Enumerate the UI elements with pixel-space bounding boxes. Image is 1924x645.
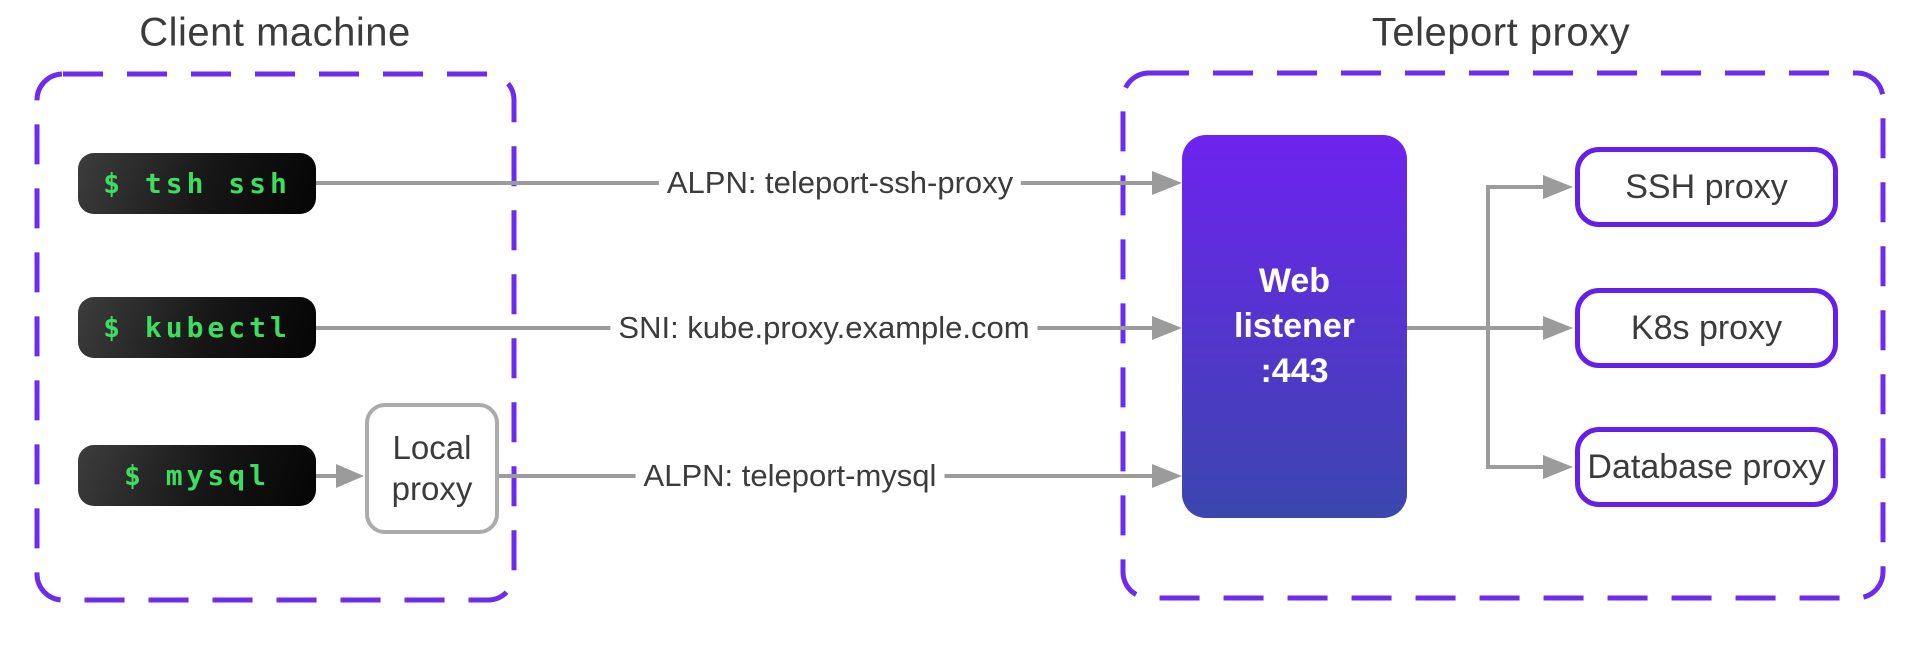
client-machine-group-outline [34, 71, 517, 603]
database-proxy-label: Database proxy [1587, 447, 1826, 486]
arrowhead-tsh-to-listener-icon [1152, 171, 1182, 195]
terminal-command-mysql: $ mysql [123, 459, 270, 492]
client-machine-title: Client machine [139, 10, 411, 55]
terminal-badge-kubectl: $ kubectl [78, 297, 316, 358]
terminal-command-kubectl: $ kubectl [103, 311, 291, 344]
web-listener-node: Web listener :443 [1182, 135, 1407, 518]
teleport-proxy-group-outline [1120, 70, 1886, 601]
local-proxy-label-line1: Local [392, 429, 472, 467]
connection-label-sni-kube: SNI: kube.proxy.example.com [610, 308, 1038, 348]
arrowhead-mysql-to-localproxy-icon [336, 464, 364, 488]
terminal-command-tsh-ssh: $ tsh ssh [103, 167, 291, 200]
k8s-proxy-node: K8s proxy [1575, 288, 1838, 368]
web-listener-label-line2: listener [1234, 307, 1355, 346]
local-proxy-label-line2: proxy [391, 469, 473, 507]
local-proxy-node: Local proxy [365, 403, 499, 534]
web-listener-label-line3: :443 [1260, 351, 1329, 390]
connection-label-alpn-mysql: ALPN: teleport-mysql [635, 456, 945, 496]
database-proxy-node: Database proxy [1575, 427, 1838, 507]
web-listener-label-line1: Web [1258, 262, 1331, 301]
terminal-badge-tsh-ssh: $ tsh ssh [78, 153, 316, 214]
teleport-proxy-title: Teleport proxy [1371, 10, 1631, 55]
ssh-proxy-label: SSH proxy [1625, 167, 1788, 206]
arrowhead-k8s-proxy-icon [1543, 316, 1573, 340]
arrowhead-kubectl-to-listener-icon [1152, 316, 1182, 340]
connection-label-alpn-ssh: ALPN: teleport-ssh-proxy [658, 163, 1022, 203]
arrowhead-database-proxy-icon [1543, 455, 1573, 479]
ssh-proxy-node: SSH proxy [1575, 147, 1838, 227]
k8s-proxy-label: K8s proxy [1630, 308, 1783, 347]
terminal-badge-mysql: $ mysql [78, 445, 316, 506]
arrowhead-localproxy-to-listener-icon [1152, 464, 1182, 488]
arrowhead-ssh-proxy-icon [1543, 175, 1573, 199]
